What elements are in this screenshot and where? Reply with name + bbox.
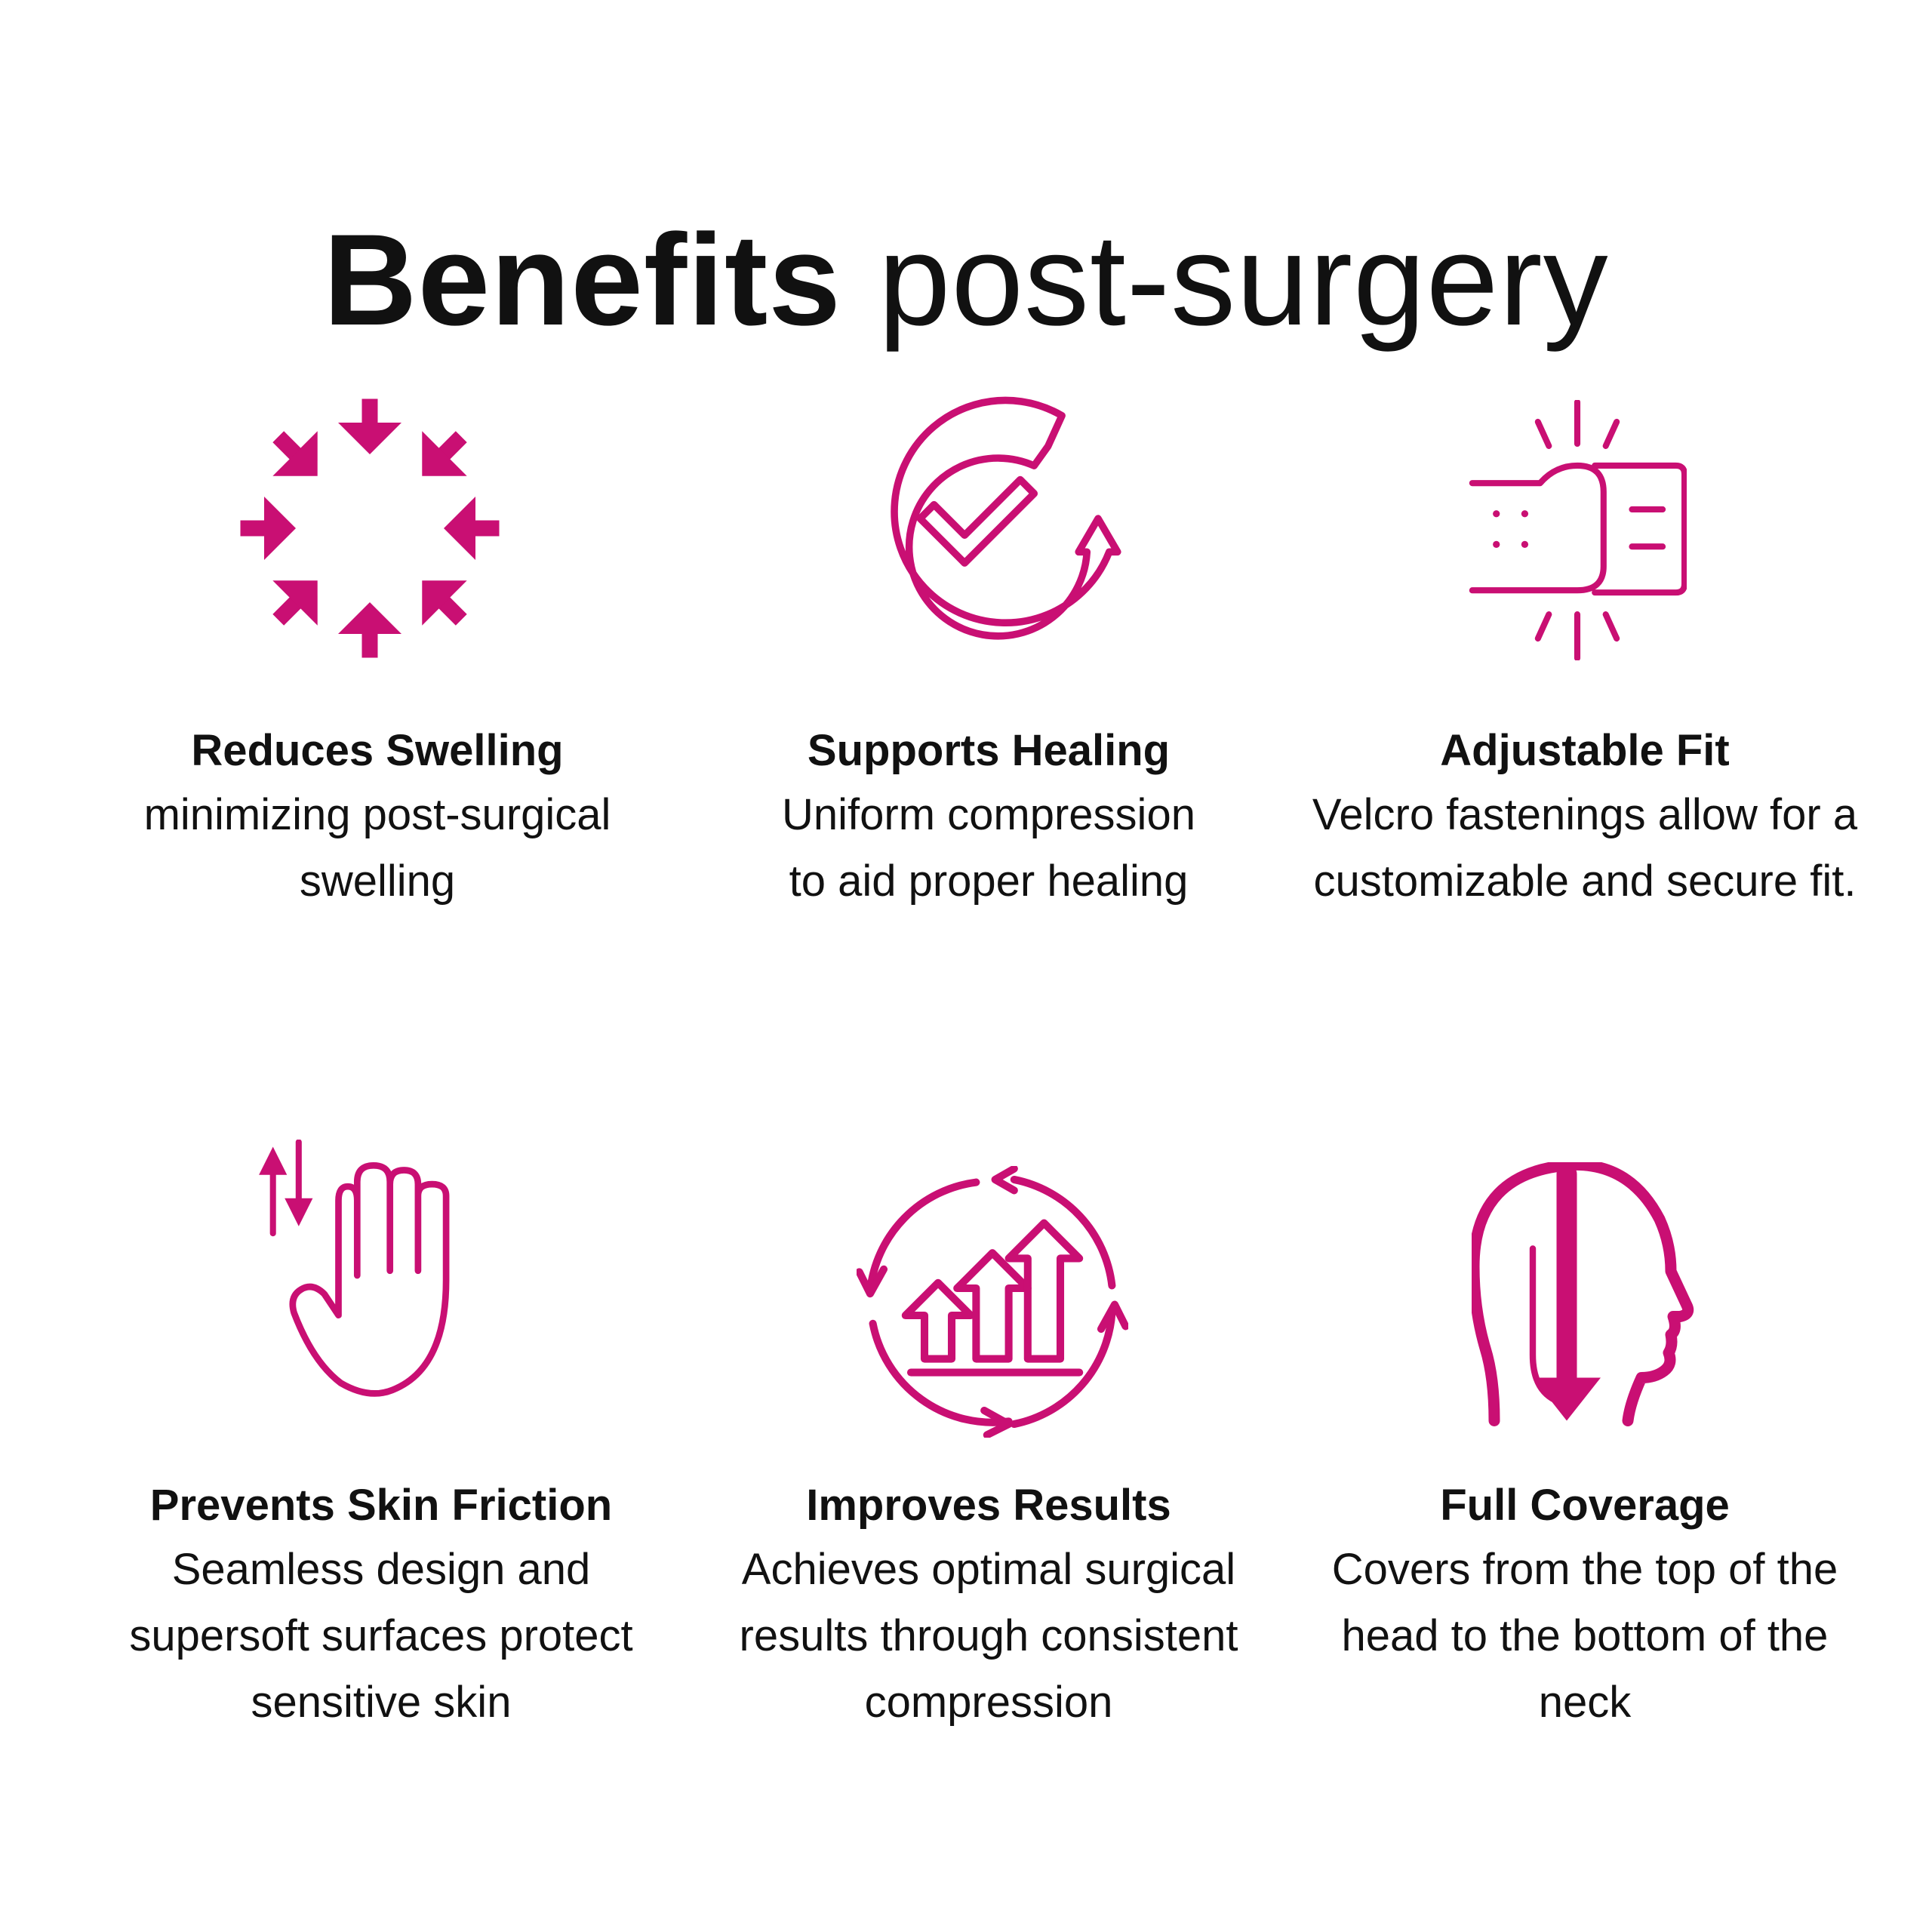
benefit-desc: Seamless design and supersoft surfaces p… [129,1544,633,1727]
page-title: Benefits post-surgery [0,215,1932,345]
benefit-card-prevents-skin-friction: Prevents Skin Friction Seamless design a… [79,1479,683,1736]
page-title-light: post-surgery [878,208,1609,353]
benefit-desc: Covers from the top of the head to the b… [1331,1544,1838,1727]
velcro-fastening-icon [1468,400,1687,660]
benefit-title: Supports Healing [807,726,1171,775]
benefit-desc: Achieves optimal surgical results throug… [739,1544,1238,1727]
benefit-card-supports-healing: Supports Healing Uniform compression to … [687,724,1291,915]
growth-chart-icon [857,1166,1128,1438]
benefit-desc: minimizing post-surgical swelling [143,789,611,906]
head-coverage-icon [1472,1162,1698,1430]
benefit-title: Adjustable Fit [1440,726,1730,775]
benefit-desc: Uniform compression to aid proper healin… [782,789,1195,906]
benefit-title: Full Coverage [1440,1481,1730,1530]
benefit-title: Reduces Swelling [191,726,564,775]
healing-check-icon [853,396,1132,660]
benefit-title: Improves Results [806,1481,1171,1530]
benefit-card-reduces-swelling: Reduces Swelling minimizing post-surgica… [75,724,679,915]
benefit-title: Prevents Skin Friction [149,1481,613,1530]
page-title-bold: Benefits [323,208,841,353]
benefit-card-adjustable-fit: Adjustable Fit Velcro fastenings allow f… [1283,724,1887,915]
benefit-card-full-coverage: Full Coverage Covers from the top of the… [1283,1479,1887,1736]
hand-friction-icon [257,1140,491,1411]
compress-arrows-icon [238,396,502,660]
benefit-card-improves-results: Improves Results Achieves optimal surgic… [687,1479,1291,1736]
benefit-desc: Velcro fastenings allow for a customizab… [1312,789,1858,906]
